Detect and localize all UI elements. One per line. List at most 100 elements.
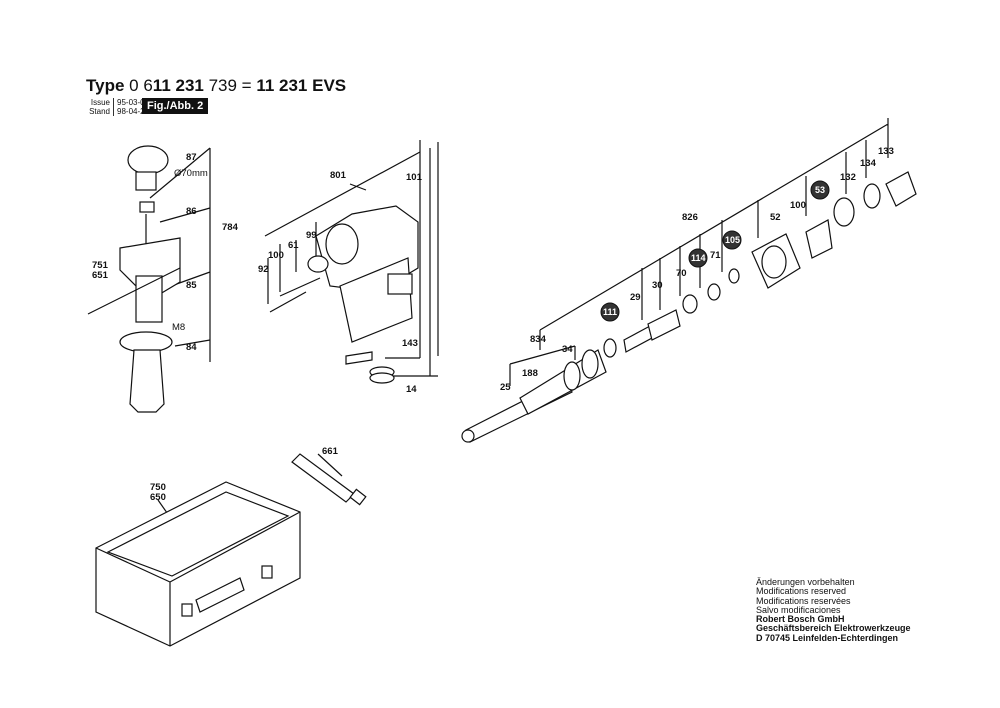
label-70mm: Ø70mm: [174, 168, 208, 179]
housing-bore: [325, 223, 359, 265]
label-70: 70: [676, 268, 687, 279]
label-661: 661: [322, 446, 339, 457]
type-label: Type: [86, 76, 125, 95]
side-handle-assembly: 87 Ø70mm 86 784 751 651 85 M8 84: [87, 145, 239, 413]
label-84: 84: [186, 342, 197, 353]
callout-105: [722, 230, 742, 250]
depth-stop-ring: [127, 145, 169, 175]
label-29: 29: [630, 292, 641, 303]
callout-114: [688, 248, 708, 268]
label-650: 650: [150, 492, 166, 503]
type-number-prefix: 0 6: [129, 76, 153, 95]
label-133: 133: [878, 146, 894, 157]
label-188: 188: [522, 368, 538, 379]
label-134: 134: [860, 158, 877, 169]
callout-53: [810, 180, 830, 200]
label-751: 751: [92, 260, 109, 271]
label-801: 801: [330, 170, 347, 181]
gear-teeth-a: [563, 361, 581, 391]
revision-info: Issue 95-03-00 Stand 98-04-20: [86, 98, 149, 116]
dust-cap-133: [885, 171, 917, 207]
note-line-es: Salvo modificaciones: [756, 604, 841, 615]
label-132: 132: [840, 172, 856, 183]
ring-clamp: [135, 171, 157, 191]
gear-shim: [345, 351, 373, 365]
label-61: 61: [288, 240, 299, 251]
spindle-pin: [269, 291, 307, 313]
stand-date: 98-04-20: [113, 107, 149, 116]
stand-label: Stand: [89, 107, 110, 116]
label-71: 71: [710, 250, 721, 261]
handle-grip: [129, 349, 165, 413]
case-latch-left: [181, 603, 193, 617]
label-52: 52: [770, 212, 781, 223]
label-92: 92: [258, 264, 269, 275]
gear-housing-assembly: 801 101 100 61 99 92 143 14: [258, 140, 439, 395]
label-826: 826: [682, 212, 698, 223]
label-53: 53: [815, 185, 825, 195]
label-99: 99: [306, 230, 317, 241]
guide-tube-bore: [761, 245, 787, 279]
issue-date: 95-03-00: [113, 98, 149, 107]
note-line-en: Modifications reserved: [756, 586, 847, 597]
grease-tube-group: 661: [291, 446, 367, 506]
company-name: Robert Bosch GmbH: [756, 614, 845, 625]
housing-flange: [387, 273, 413, 295]
cover-plate: [805, 219, 833, 259]
depth-rod: [87, 267, 181, 315]
shaft-tip: [461, 429, 475, 443]
note-line-de: Änderungen vorbehalten: [756, 577, 855, 587]
type-heading: Type 0 611 231 739 = 11 231 EVS: [86, 76, 346, 96]
figure-badge: Fig./Abb. 2: [142, 98, 209, 114]
o-ring-71: [707, 283, 721, 301]
label-25: 25: [500, 382, 511, 393]
label-m8: M8: [172, 322, 185, 333]
notes-block: Änderungen vorbehalten Modifications res…: [756, 577, 911, 643]
gear-teeth-b: [581, 349, 599, 379]
case-latch-right: [261, 565, 273, 579]
label-114: 114: [691, 253, 706, 263]
guide-ring: [603, 338, 617, 358]
carrying-case: [95, 481, 301, 647]
spring-132: [833, 197, 855, 227]
clamp-nut: [139, 201, 155, 213]
company-division: Geschäftsbereich Elektrowerkzeuge: [756, 623, 911, 634]
label-784: 784: [222, 222, 239, 233]
bearing: [369, 372, 395, 384]
retaining-ring: [728, 268, 740, 284]
sealing-ring: [307, 255, 329, 273]
label-750: 750: [150, 482, 166, 493]
type-number-bold: 11 231: [152, 76, 204, 95]
lock-ring-134: [863, 183, 881, 209]
label-100-right: 100: [790, 200, 806, 211]
type-equals: =: [236, 76, 257, 95]
callout-111: [600, 302, 620, 322]
label-86: 86: [186, 206, 197, 217]
spindle-assembly: 111 114 105 53 133 134 132 100 52 826 71…: [461, 118, 917, 443]
issue-label: Issue: [90, 98, 110, 107]
case-lid-panel: [106, 491, 290, 577]
note-line-fr: Modifications reservées: [756, 595, 851, 606]
label-143: 143: [402, 338, 418, 349]
label-34: 34: [562, 344, 573, 355]
label-111: 111: [603, 307, 617, 317]
label-85: 85: [186, 280, 197, 291]
label-87: 87: [186, 152, 197, 163]
carrying-case-group: 750 650: [95, 481, 301, 647]
label-105: 105: [725, 235, 740, 245]
grip-collar: [119, 331, 173, 353]
model-number: 11 231 EVS: [256, 76, 347, 95]
piston: [647, 309, 681, 341]
piston-pin: [279, 277, 321, 297]
handle-clamp: [119, 237, 181, 301]
label-834: 834: [530, 334, 547, 345]
label-30: 30: [652, 280, 663, 291]
label-101: 101: [406, 172, 423, 183]
o-ring-70: [682, 294, 698, 314]
type-number-suffix: 739: [203, 76, 237, 95]
case-handle: [195, 577, 245, 613]
case-edges: [95, 511, 301, 646]
tube-cap: [349, 488, 367, 506]
grease-tube: [291, 453, 355, 503]
